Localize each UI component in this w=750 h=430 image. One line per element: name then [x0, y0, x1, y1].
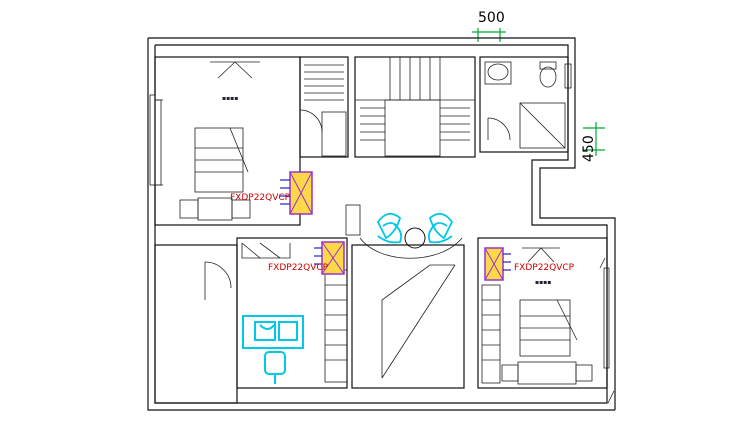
ac-unit-middle: FXDP22QVCP	[268, 241, 345, 275]
desk-icon	[242, 315, 304, 349]
window-icon	[149, 94, 156, 186]
toilet-icon	[539, 61, 557, 88]
dimension-right: 450	[581, 122, 605, 162]
bathroom	[479, 56, 572, 153]
bedroom-lower-middle	[236, 237, 348, 389]
ac-unit-right: FXDP22QVCP	[484, 247, 575, 281]
bed-icon	[194, 127, 249, 193]
bedroom-top-left: ▪▪▪▪	[149, 56, 301, 226]
dimension-top-label: 500	[478, 10, 505, 26]
ac-unit-right-label: FXDP22QVCP	[514, 263, 575, 273]
svg-text:▪▪▪▪: ▪▪▪▪	[222, 95, 238, 102]
sink-icon	[487, 63, 509, 81]
nightstand-icon	[575, 364, 593, 382]
closet-lower-middle	[324, 269, 348, 383]
svg-text:▪▪▪▪: ▪▪▪▪	[535, 279, 551, 286]
closet-lower-right	[481, 284, 501, 384]
landing	[345, 204, 463, 259]
bed-icon	[519, 299, 578, 357]
ac-unit-left: FXDP22QVCP	[230, 171, 313, 215]
ac-unit-middle-label: FXDP22QVCP	[268, 263, 329, 273]
dimension-right-label: 450	[581, 135, 597, 162]
staircase	[354, 56, 476, 158]
armchair-icon	[376, 212, 403, 244]
ceiling-fan-icon	[522, 247, 560, 263]
armchair-icon	[427, 212, 454, 244]
closet-top-left	[299, 56, 349, 158]
lower-hall	[351, 244, 465, 389]
round-table-icon	[404, 227, 426, 249]
bedroom-lower-right: ▪▪▪▪	[477, 237, 610, 389]
nightstand-icon	[179, 199, 199, 219]
nightstand-icon	[501, 364, 519, 382]
ac-unit-left-label: FXDP22QVCP	[230, 193, 291, 203]
window-icon	[603, 267, 610, 369]
lower-left-room	[154, 244, 238, 404]
chair-icon	[264, 351, 286, 384]
ceiling-fan-icon	[210, 61, 260, 79]
outer-walls	[147, 37, 616, 411]
shower-icon	[519, 102, 566, 149]
dimension-top: 500	[472, 10, 506, 42]
